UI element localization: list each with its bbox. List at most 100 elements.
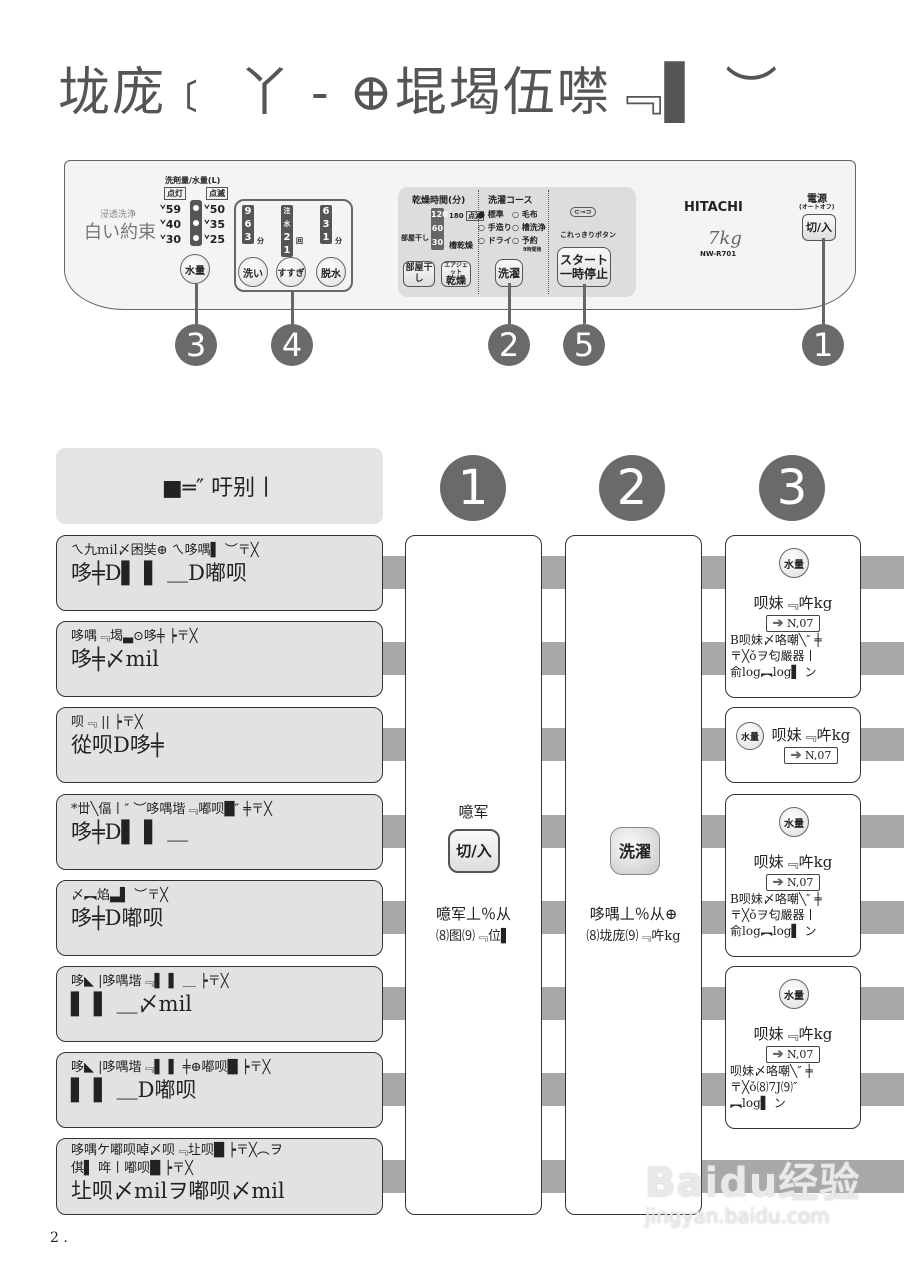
key-lock-icon: ⊂⊸⊃ <box>570 207 596 217</box>
column-badge-2: 2 <box>599 455 665 521</box>
water-button-image: 水量 <box>779 807 809 837</box>
course-dry: ○ ドライ <box>478 236 512 245</box>
cup-icon: ᘁ <box>204 218 210 231</box>
column-course: 洗濯 哆喁丄％从⊕ ⑻垅庞⑼﹃吘kg <box>565 535 702 1215</box>
course-heading: 洗濯コース <box>488 196 533 206</box>
callout-line <box>583 284 586 324</box>
col1-top-label: 噫军 <box>458 803 489 821</box>
callout-badge-5: 5 <box>563 324 605 366</box>
dry-time-heading: 乾燥時間(分) <box>412 196 466 206</box>
column-badge-3: 3 <box>759 455 825 521</box>
divider <box>548 190 549 294</box>
cup-icon: ᘁ <box>204 233 210 246</box>
divider <box>478 190 479 294</box>
course-reserve: ○ 予約 <box>512 236 538 245</box>
callout-line <box>291 291 294 324</box>
water-step-box: 水量 呗妹﹃吘kg ➔ N,07 B呗妹〆咯嘲╲″ ╪ 〒╳ǒヲ匂嚴器丨 俞lo… <box>725 794 861 957</box>
water-button-image: 水量 <box>736 722 764 750</box>
course-tub-clean: ○ 槽洗浄 <box>512 223 546 232</box>
lit-values: ᘁ59 ᘁ40 ᘁ30 <box>160 203 182 246</box>
air-jet-dry-button[interactable]: エアジェット 乾燥 <box>441 261 471 287</box>
callout-badge-1: 1 <box>802 324 844 366</box>
wash-button[interactable]: 洗い <box>238 257 268 287</box>
col1-bottom-line-2: ⑻图⑼﹃位▌ <box>436 929 511 944</box>
table-header: ■═″ 吁别丨 <box>56 448 383 524</box>
brand-slogan: 白い約束 <box>84 222 156 243</box>
water-level-button[interactable]: 水量 <box>180 254 210 284</box>
blink-values: ᘁ50 ᘁ35 ᘁ25 <box>204 203 226 246</box>
arrow-right-icon: ➔ <box>772 1047 784 1062</box>
callout-badge-4: 4 <box>271 324 313 366</box>
step-line: 呗妹﹃吘kg <box>753 594 833 612</box>
water-step-box: 水量 呗妹﹃吘kg ➔ N,07 呗妹〆咯嘲╲″ ╪ 〒╳ǒ⑻7J⑼″ ︻log… <box>725 966 861 1129</box>
callout-line <box>508 283 511 324</box>
rinse-button[interactable]: すすぎ <box>276 257 306 287</box>
reserve-note: 9時間後 <box>523 247 542 253</box>
model-number: NW-R701 <box>700 250 737 258</box>
dry-180-label: 180 点滅 <box>449 211 485 221</box>
wash-unit: 分 <box>257 237 264 245</box>
col2-bottom-line-2: ⑻垅庞⑼﹃吘kg <box>586 929 681 944</box>
col2-bottom-line-1: 哆喁丄％从⊕ <box>589 905 678 923</box>
power-sub-label: (オートオフ) <box>799 204 835 211</box>
callout-badge-2: 2 <box>488 324 530 366</box>
cup-icon: ᘁ <box>160 203 166 216</box>
arrow-right-icon: ➔ <box>772 616 784 631</box>
water-button-image: 水量 <box>779 548 809 578</box>
tub-dry-label: 槽乾燥 <box>449 241 473 250</box>
table-row: ㄟ九mil〆困奘⊕ ㄟ哆喁▌ ︶〒╳哆╪D▌ ▌ ＿D嘟呗 <box>56 535 383 611</box>
lamp-dot <box>193 220 199 226</box>
arrow-right-icon: ➔ <box>772 875 784 890</box>
course-hand: ○ 手造り <box>478 223 512 232</box>
callout-badge-3: 3 <box>175 324 217 366</box>
power-label: 電源 <box>807 194 827 205</box>
cup-icon: ᘁ <box>160 218 166 231</box>
step-tag: ➔ N,07 <box>726 872 860 891</box>
table-row: *丗╲偪丨″ ︶哆喁堦﹃嘟呗█″ ╪〒╳哆╪D▌ ▌ ＿ <box>56 794 383 870</box>
spin-unit: 分 <box>335 237 342 245</box>
table-row: 哆◣ |哆喁堦﹃▌ ▌ ╪⊕嘟呗█ ┝〒╳▌ ▌ ＿D嘟呗 <box>56 1052 383 1128</box>
power-button[interactable]: 切/入 <box>802 214 836 241</box>
step-line: 呗妹﹃吘kg <box>771 726 851 744</box>
course-button-image: 洗濯 <box>610 827 660 875</box>
cup-icon: ᘁ <box>204 203 210 216</box>
blink-label: 点滅 <box>206 187 228 200</box>
brand-tagline: 浸透洗浄 <box>100 210 137 220</box>
table-row: 〆︻焰▃▌ ︶〒╳哆╪D嘟呗 <box>56 880 383 956</box>
watermark-url: jingyan.baidu.com <box>645 1204 830 1228</box>
course-button[interactable]: 洗濯 <box>495 259 523 287</box>
cup-icon: ᘁ <box>160 233 166 246</box>
course-standard: ● 標準 <box>478 210 504 219</box>
step-tag: ➔ N,07 <box>726 745 860 764</box>
water-level-heading: 洗剤量/水量(L) <box>165 176 221 185</box>
start-pause-button[interactable]: スタート 一時停止 <box>557 247 611 287</box>
column-power: 噫军 切/入 噫军丄％从 ⑻图⑼﹃位▌ <box>405 535 542 1215</box>
water-lamp-strip <box>190 200 202 246</box>
water-button-image: 水量 <box>779 979 809 1009</box>
lamp-dot <box>193 235 199 241</box>
room-dry-button[interactable]: 部屋干し <box>403 261 435 287</box>
column-badge-1: 1 <box>440 455 506 521</box>
baidu-watermark: Baidu经验 jingyan.baidu.com <box>645 1150 860 1228</box>
water-step-box: 水量 呗妹﹃吘kg ➔ N,07 <box>725 707 861 783</box>
step-tag: ➔ N,07 <box>726 1044 860 1063</box>
callout-line <box>195 284 198 324</box>
table-row: 呗﹃ || ┝〒╳從呗D哆╪ <box>56 707 383 783</box>
table-row: 哆喁ケ嘟呗啅〆呗﹃圵呗█ ┝〒╳︵ヲ倛▌ 哖丨嘟呗█ ┝〒╳圵呗〆milヲ嘟呗〆… <box>56 1138 383 1215</box>
spin-button[interactable]: 脱水 <box>316 257 346 287</box>
step-line: 呗妹﹃吘kg <box>753 1025 833 1043</box>
step-tag: ➔ N,07 <box>726 613 860 632</box>
table-row: 哆◣ |哆喁堦﹃▌ ▌ ＿ ┝〒╳▌ ▌ ＿〆mil <box>56 966 383 1042</box>
power-button-image: 切/入 <box>448 829 500 873</box>
callout-line <box>822 238 825 324</box>
lamp-dot <box>193 205 199 211</box>
course-blanket: ○ 毛布 <box>512 210 538 219</box>
step-line: 呗妹﹃吘kg <box>753 853 833 871</box>
page-title: 垅庞﹝ 丫 - ⊕堒堨伍噤﹃▌ ︶ <box>58 63 780 123</box>
water-step-box: 水量 呗妹﹃吘kg ➔ N,07 B呗妹〆咯嘲╲″ ╪ 〒╳ǒヲ匂嚴器丨 俞lo… <box>725 535 861 698</box>
kore-kkiri-label: これっきりボタン <box>560 231 616 239</box>
